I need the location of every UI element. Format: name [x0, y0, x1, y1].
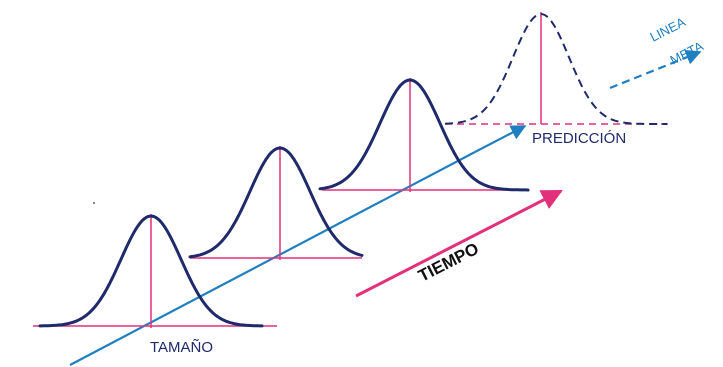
dot-mark [93, 202, 95, 204]
goal-line-label-2: META [668, 38, 706, 67]
bell-curve-2 [188, 146, 364, 259]
bell-curve-1 [38, 214, 264, 328]
time-label: TIEMPO [415, 239, 482, 286]
bell-curve-3 [318, 78, 530, 192]
time-axis-arrow [474, 125, 527, 153]
goal-line-arrow [609, 49, 702, 90]
tiempo-arrow [355, 189, 563, 298]
bell-curve-prediction [444, 12, 667, 125]
goal-line-label-1: LINEA [648, 14, 689, 45]
size-label: TAMAÑO [150, 339, 213, 356]
prediction-label: PREDICCIÓN [532, 130, 626, 147]
